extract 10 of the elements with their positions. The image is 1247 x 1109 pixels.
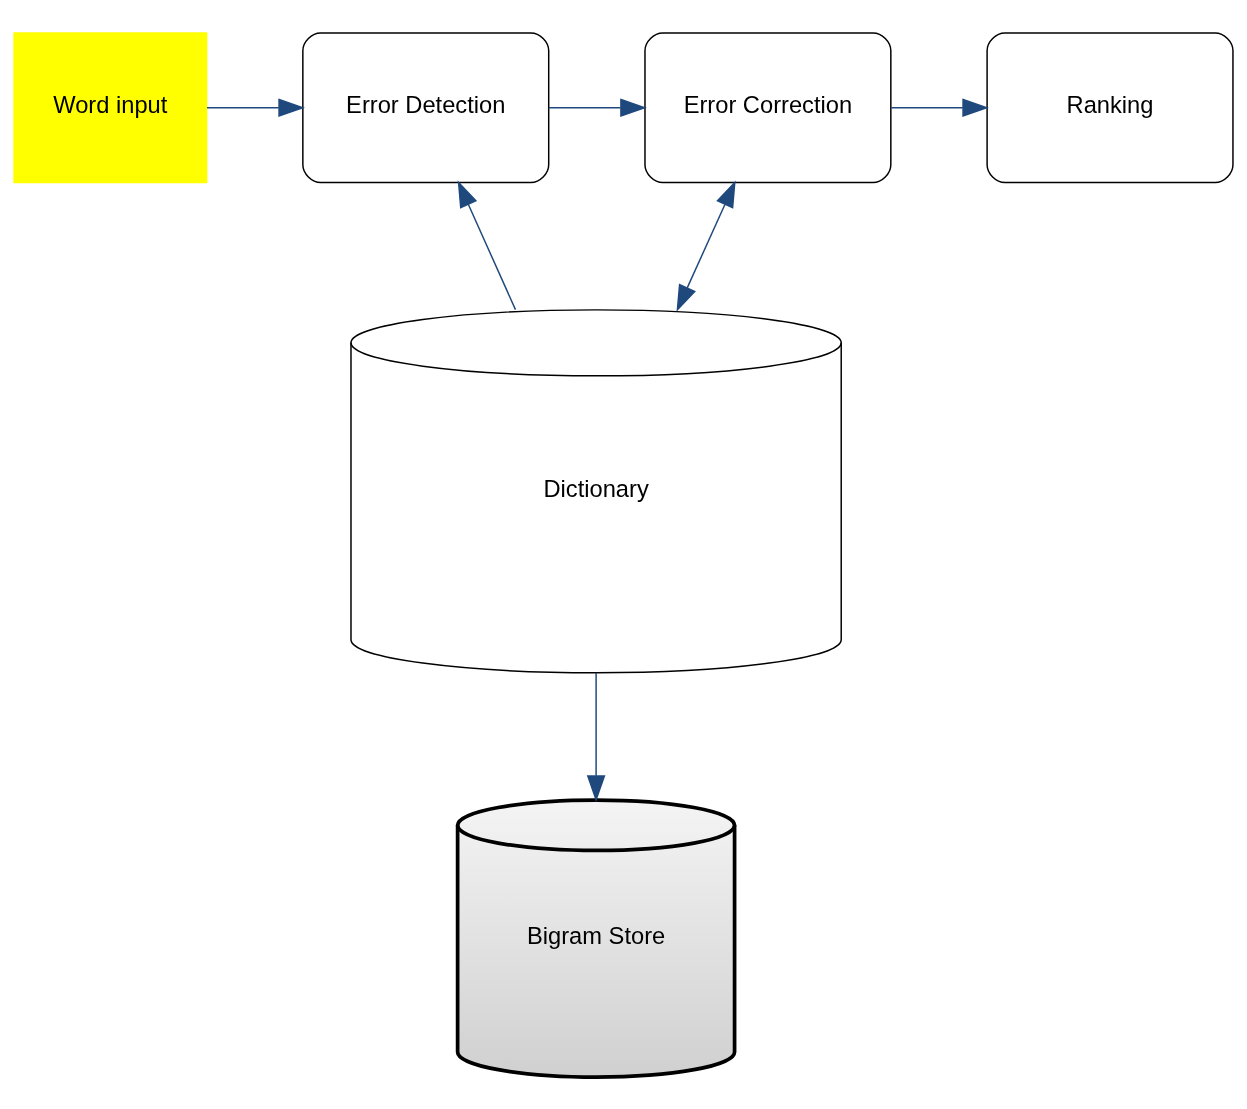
node-box: Ranking xyxy=(986,31,1234,183)
arrow xyxy=(206,97,305,117)
arrow xyxy=(586,671,606,802)
arrow xyxy=(890,97,989,117)
node-box: Error Detection xyxy=(302,31,550,183)
node-box: Error Correction xyxy=(644,31,892,183)
node-box: Word input xyxy=(13,31,208,183)
arrow xyxy=(457,180,517,310)
arrow xyxy=(676,180,736,312)
arrow xyxy=(548,97,647,117)
